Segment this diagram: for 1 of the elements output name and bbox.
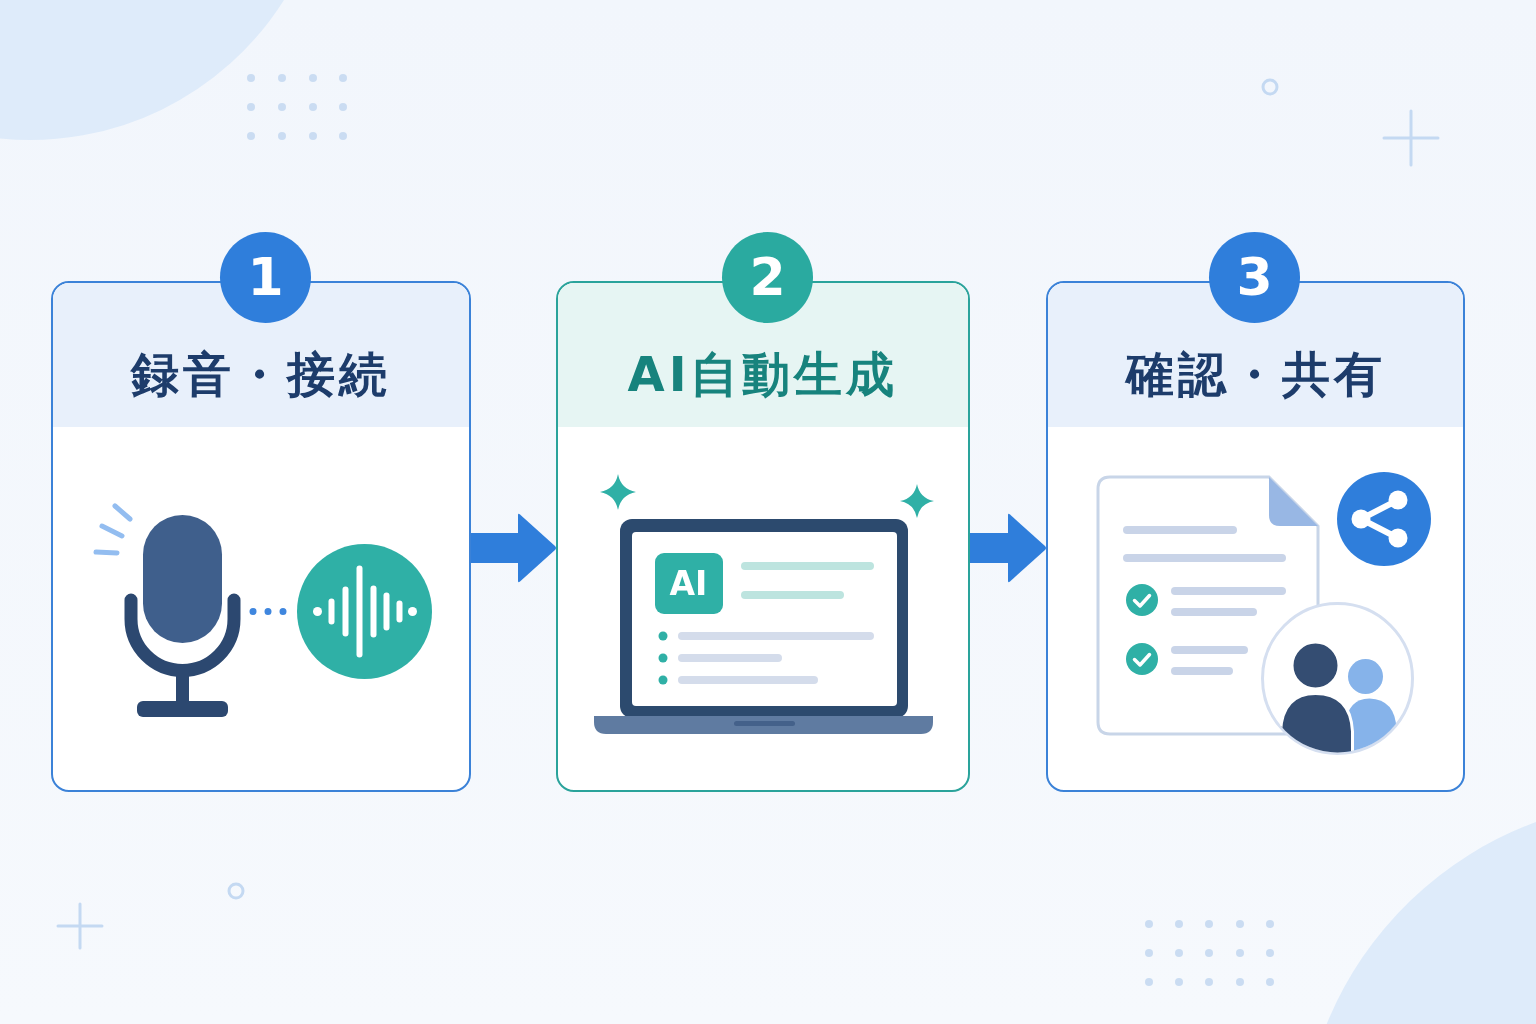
ai-tile: AI <box>654 552 723 614</box>
